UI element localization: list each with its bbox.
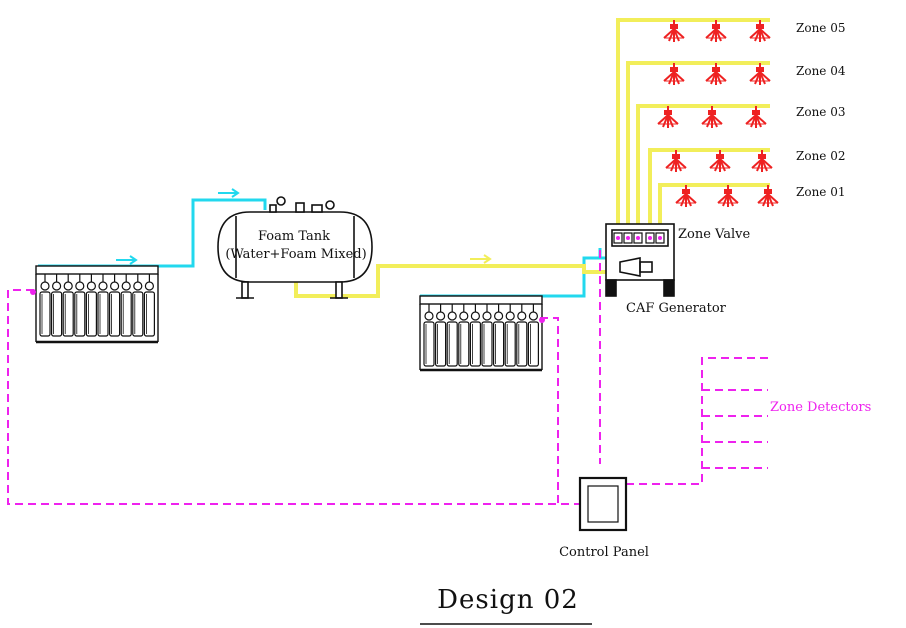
gas-cylinder-bank-icon bbox=[30, 265, 159, 344]
gas-cylinder-icon bbox=[481, 304, 493, 367]
foam-pipe-zone05 bbox=[616, 18, 770, 232]
caf-generator-label: CAF Generator bbox=[626, 301, 727, 316]
gas-cylinder-icon bbox=[108, 274, 121, 337]
control-panel-label: Control Panel bbox=[559, 545, 649, 560]
foam-pipe-zone01 bbox=[658, 183, 770, 232]
gas-cylinder-icon bbox=[504, 304, 516, 367]
foam-pipe-zone04 bbox=[626, 61, 770, 232]
sprinkler-head-icon bbox=[717, 185, 739, 207]
zone-valve-label: Zone Valve bbox=[678, 227, 751, 242]
zone-label-05: Zone 05 bbox=[796, 21, 845, 35]
gas-cylinder-icon bbox=[516, 304, 528, 367]
water-pipe-right-bank bbox=[420, 248, 602, 298]
foam-pipe-zone02 bbox=[648, 148, 770, 232]
gas-cylinder-icon bbox=[39, 274, 51, 337]
gas-cylinder-icon bbox=[62, 274, 74, 337]
sprinkler-head-icon bbox=[749, 63, 771, 85]
zone-valve-icon bbox=[613, 232, 623, 244]
sprinkler-head-icon bbox=[701, 106, 723, 128]
zone-valve-row bbox=[613, 232, 665, 244]
diagram-title: Design 02 bbox=[437, 585, 579, 615]
control-wire-right-bank bbox=[540, 317, 559, 504]
gas-cylinder-icon bbox=[85, 274, 98, 337]
gas-cylinder-icon bbox=[423, 304, 435, 367]
foam-tank-title: Foam Tank bbox=[258, 229, 330, 244]
sprinkler-head-icon bbox=[749, 20, 771, 42]
control-wire-left-bank bbox=[7, 289, 580, 505]
flow-arrows-water bbox=[116, 188, 240, 265]
gas-cylinder-icon bbox=[50, 274, 63, 337]
foam-tank-subtitle: (Water+Foam Mixed) bbox=[225, 247, 366, 262]
foam-pipe-zone03 bbox=[636, 104, 770, 232]
gas-cylinder-icon bbox=[143, 274, 155, 337]
gas-cylinder-icon bbox=[132, 274, 144, 337]
control-wiring bbox=[7, 250, 768, 505]
sprinkler-head-icon bbox=[705, 20, 727, 42]
cylinder-row bbox=[423, 304, 540, 367]
gas-cylinder-icon bbox=[446, 304, 458, 367]
sprinkler-head-icon bbox=[657, 106, 679, 128]
flow-arrows-foam bbox=[470, 254, 492, 264]
zone-valve-icon bbox=[655, 232, 665, 244]
foam-tank-icon bbox=[217, 196, 373, 299]
sprinkler-head-icon bbox=[665, 150, 687, 172]
gas-cylinder-icon bbox=[120, 274, 132, 337]
foam-pipes bbox=[294, 18, 770, 298]
sprinkler-head-icon bbox=[663, 63, 685, 85]
sprinkler-zones bbox=[657, 20, 779, 207]
gas-cylinder-icon bbox=[97, 274, 109, 337]
zone-label-02: Zone 02 bbox=[796, 149, 845, 163]
zone-valve-icon bbox=[633, 232, 643, 244]
control-wire-detectors bbox=[626, 357, 768, 485]
gas-cylinder-icon bbox=[435, 304, 447, 367]
sprinkler-head-icon bbox=[705, 63, 727, 85]
gas-cylinder-icon bbox=[493, 304, 505, 367]
foam-pipe-tank-to-generator bbox=[294, 264, 620, 298]
sprinkler-head-icon bbox=[757, 185, 779, 207]
sprinkler-head-icon bbox=[675, 185, 697, 207]
sprinkler-head-icon bbox=[751, 150, 773, 172]
zone-label-03: Zone 03 bbox=[796, 105, 845, 119]
sprinkler-head-icon bbox=[745, 106, 767, 128]
zone-detectors-label: Zone Detectors bbox=[770, 400, 871, 415]
zone-valve-icon bbox=[623, 232, 633, 244]
sprinkler-head-icon bbox=[709, 150, 731, 172]
zone-label-04: Zone 04 bbox=[796, 64, 846, 78]
gas-cylinder-bank-icon bbox=[419, 295, 545, 372]
cylinder-row bbox=[39, 274, 155, 337]
gas-cylinder-icon bbox=[74, 274, 86, 337]
control-panel-icon bbox=[578, 476, 628, 532]
gas-cylinder-icon bbox=[458, 304, 470, 367]
gas-cylinder-icon bbox=[527, 304, 540, 367]
zone-label-01: Zone 01 bbox=[796, 185, 845, 199]
zone-valve-icon bbox=[645, 232, 655, 244]
sprinkler-head-icon bbox=[663, 20, 685, 42]
gas-cylinder-icon bbox=[469, 304, 481, 367]
